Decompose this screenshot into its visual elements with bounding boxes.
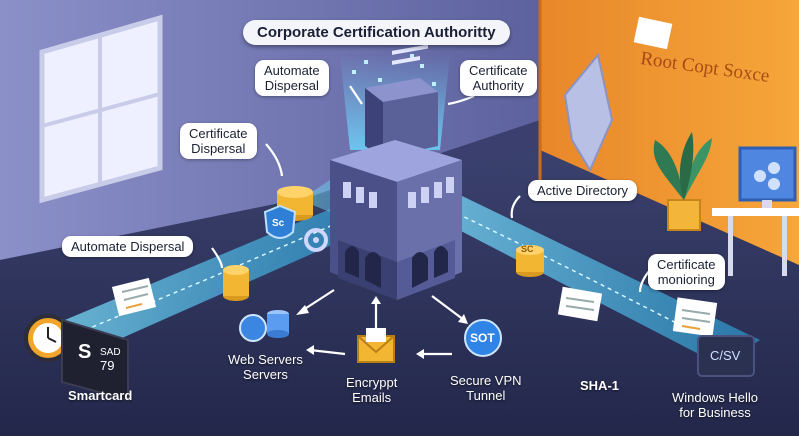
- coin-letter: SC: [521, 244, 534, 254]
- arrow-automate: [349, 85, 363, 105]
- arrow-email-left: [309, 348, 346, 356]
- shield-icon: [263, 204, 297, 239]
- smartcard-letter: S: [78, 341, 92, 363]
- shield-letter: Sc: [272, 218, 285, 229]
- vpn-badge: [464, 319, 502, 357]
- gear-icon: [304, 228, 328, 252]
- vpn-badge-text: SOT: [470, 331, 495, 345]
- document-icon: [111, 277, 157, 317]
- arrow-auto-left: [211, 247, 224, 269]
- label-active-directory: Active Directory: [528, 180, 638, 201]
- windows-hello-device: [697, 335, 755, 377]
- ca-building: [330, 140, 462, 300]
- label-smartcard: Smartcard: [68, 388, 133, 403]
- plant-icon: [653, 132, 712, 231]
- label-certificate-monitoring: Certificate monioring: [648, 254, 725, 290]
- csv-screen-text: C/SV: [710, 348, 741, 363]
- wall-sculpture: [563, 52, 614, 173]
- label-automate-dispersal-top: Automate Dispersal: [255, 60, 329, 96]
- smartcard-sad: SAD: [100, 347, 121, 358]
- arrow-active-dir: [510, 195, 521, 219]
- monitor-icon: [738, 146, 797, 208]
- label-encrypt-emails: Encryppt Emails: [346, 375, 398, 405]
- label-secure-vpn: Secure VPN Tunnel: [450, 373, 522, 403]
- label-sha1: SHA-1: [580, 378, 620, 393]
- smartcard-number: 79: [100, 358, 115, 373]
- coin-stack-left: [223, 265, 249, 301]
- beam-left: [60, 205, 370, 350]
- window: [39, 14, 163, 204]
- smartcard-device: [61, 318, 129, 402]
- envelope-icon: [357, 328, 395, 363]
- coin-stack-right: [516, 245, 544, 277]
- label-web-servers: Web Servers Servers: [228, 352, 303, 382]
- arrow-vpn: [431, 295, 465, 321]
- arrow-heads: [296, 296, 468, 359]
- wall-frame: [633, 16, 673, 50]
- label-windows-hello: Windows Hello for Business: [672, 390, 758, 420]
- label-automate-dispersal-left: Automate Dispersal: [62, 236, 194, 257]
- document-icon: [672, 297, 718, 337]
- desk: [712, 208, 799, 276]
- database-icon: [239, 310, 289, 342]
- document-icon: [557, 286, 603, 322]
- arrow-authority: [447, 94, 475, 106]
- label-certificate-dispersal: Certificate Dispersal: [180, 123, 257, 159]
- arrow-cert-dispersal: [265, 143, 284, 177]
- label-certificate-authority: Certificate Authority: [460, 60, 537, 96]
- diagram-title: Corporate Certification Authoritty: [243, 20, 510, 45]
